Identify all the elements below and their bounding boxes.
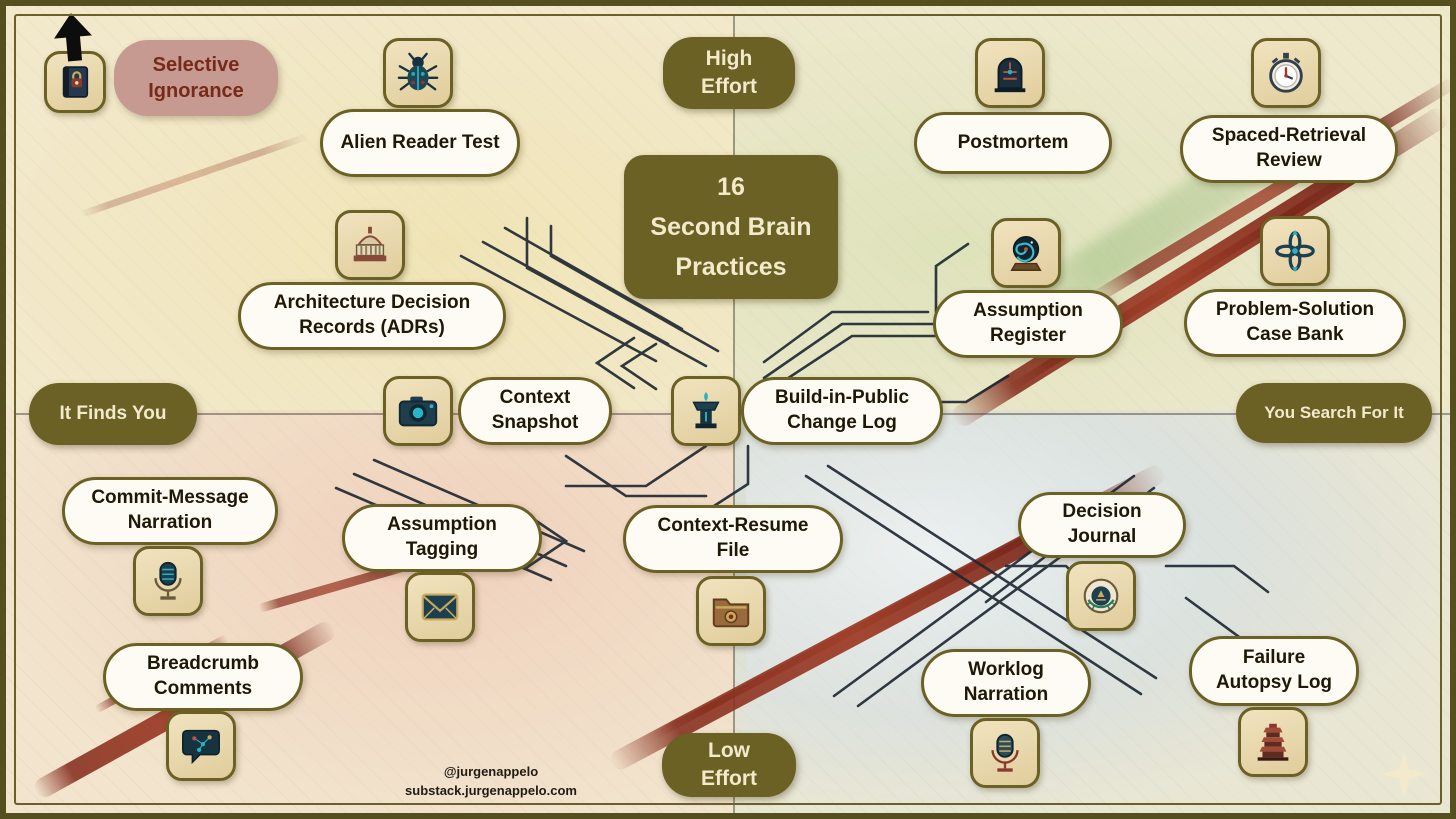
problem-solution-case-bank-tile	[1260, 216, 1330, 286]
practice-pill-selective-ignorance: Selective Ignorance	[114, 40, 278, 116]
axis-label-text: High Effort	[701, 46, 757, 98]
microphone-icon	[145, 558, 191, 604]
practice-pill-build-in-public-change-log: Build-in-Public Change Log	[741, 377, 943, 445]
practice-pill-architecture-decision-records: Architecture Decision Records (ADRs)	[238, 282, 506, 350]
practice-pill-context-snapshot: Context Snapshot	[458, 377, 612, 445]
attribution: @jurgenappelo substack.jurgenappelo.com	[361, 763, 621, 801]
failure-autopsy-log-tile	[1238, 707, 1308, 777]
worklog-narration-tile	[970, 718, 1040, 788]
capitol-building-icon	[347, 222, 393, 268]
practice-pill-failure-autopsy-log: Failure Autopsy Log	[1189, 636, 1359, 706]
folder-icon	[708, 588, 754, 634]
attribution-handle: @jurgenappelo	[443, 764, 539, 779]
practice-pill-postmortem: Postmortem	[914, 112, 1112, 174]
practice-pill-assumption-register: Assumption Register	[933, 290, 1123, 358]
practice-pill-assumption-tagging: Assumption Tagging	[342, 504, 542, 572]
practice-label: Assumption Register	[973, 300, 1083, 346]
practice-pill-breadcrumb-comments: Breadcrumb Comments	[103, 643, 303, 711]
alien-reader-test-tile	[383, 38, 453, 108]
book-icon	[54, 61, 96, 103]
practice-label: Assumption Tagging	[387, 514, 497, 560]
decision-journal-tile	[1066, 561, 1136, 631]
practice-label: Architecture Decision Records (ADRs)	[273, 292, 471, 338]
practice-label: Decision Journal	[1062, 501, 1142, 547]
axis-label-high-effort: High Effort	[663, 37, 795, 109]
arrow-up-icon	[44, 11, 102, 63]
axis-label-text: Low Effort	[701, 738, 757, 790]
lectern-icon	[683, 388, 729, 434]
diagram-title: 16 Second Brain Practices	[624, 155, 838, 299]
breadcrumb-comments-tile	[166, 711, 236, 781]
practice-label: Spaced-Retrieval Review	[1211, 125, 1367, 171]
axis-label-text: You Search For It	[1264, 403, 1404, 422]
axis-label-low-effort: Low Effort	[662, 733, 796, 797]
assumption-tagging-tile	[405, 572, 475, 642]
celtic-knot-icon	[1272, 228, 1318, 274]
context-snapshot-tile	[383, 376, 453, 446]
build-in-public-change-log-tile	[671, 376, 741, 446]
axis-label-it-finds-you: It Finds You	[29, 383, 197, 445]
practice-label: Context-Resume File	[657, 515, 809, 561]
axis-label-you-search-for-it: You Search For It	[1236, 383, 1432, 443]
tombstone-icon	[987, 50, 1033, 96]
crystal-ball-icon	[1003, 230, 1049, 276]
assumption-register-tile	[991, 218, 1061, 288]
postmortem-tile	[975, 38, 1045, 108]
practice-label: Failure Autopsy Log	[1215, 647, 1333, 693]
diagram-title-text: 16 Second Brain Practices	[650, 173, 812, 281]
practice-label: Build-in-Public Change Log	[774, 387, 910, 433]
tower-icon	[1250, 719, 1296, 765]
spaced-retrieval-review-tile	[1251, 38, 1321, 108]
laurel-emblem-icon	[1078, 573, 1124, 619]
practice-label: Selective Ignorance	[148, 54, 244, 102]
attribution-site: substack.jurgenappelo.com	[405, 782, 577, 798]
practice-label: Problem-Solution Case Bank	[1215, 299, 1375, 345]
camera-icon	[395, 388, 441, 434]
context-resume-file-tile	[696, 576, 766, 646]
commit-message-narration-tile	[133, 546, 203, 616]
practice-label: Alien Reader Test	[340, 131, 500, 153]
practice-label: Commit-Message Narration	[91, 487, 249, 533]
practice-label: Postmortem	[957, 131, 1069, 153]
practice-pill-problem-solution-case-bank: Problem-Solution Case Bank	[1184, 289, 1406, 357]
practice-pill-context-resume-file: Context-Resume File	[623, 505, 843, 573]
practice-label: Worklog Narration	[963, 659, 1049, 705]
stopwatch-icon	[1263, 50, 1309, 96]
beetle-icon	[395, 50, 441, 96]
practice-pill-alien-reader-test: Alien Reader Test	[320, 109, 520, 177]
architecture-decision-records-tile	[335, 210, 405, 280]
axis-label-text: It Finds You	[59, 403, 167, 424]
sparkle-icon	[1378, 748, 1430, 800]
practice-pill-spaced-retrieval-review: Spaced-Retrieval Review	[1180, 115, 1398, 183]
practice-pill-worklog-narration: Worklog Narration	[921, 649, 1091, 717]
practice-pill-commit-message-narration: Commit-Message Narration	[62, 477, 278, 545]
selective-ignorance-tile	[44, 51, 106, 113]
practice-pill-decision-journal: Decision Journal	[1018, 492, 1186, 558]
envelope-icon	[417, 584, 463, 630]
practice-label: Context Snapshot	[491, 387, 579, 433]
microphone-icon	[982, 730, 1028, 776]
practice-label: Breadcrumb Comments	[147, 653, 259, 699]
speech-bubble-icon	[178, 723, 224, 769]
